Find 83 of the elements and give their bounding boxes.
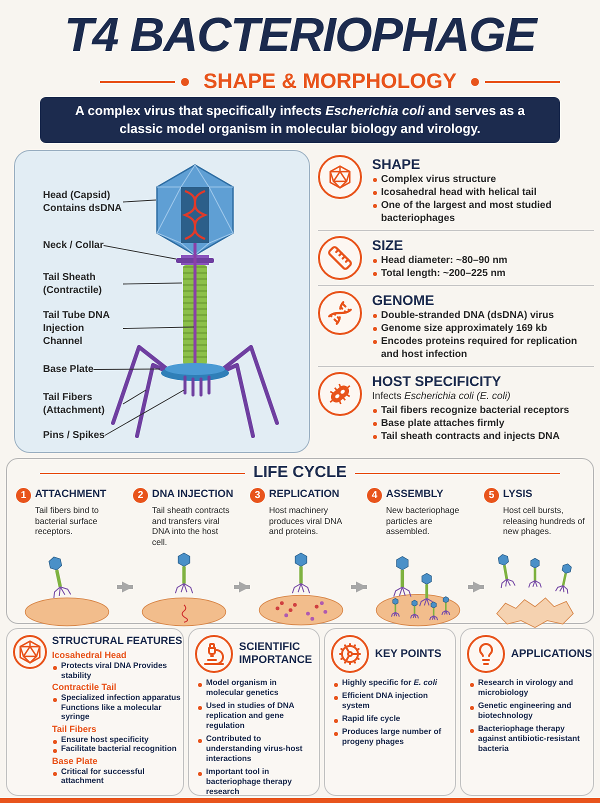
bullet-item: Head diameter: ~80–90 nm	[372, 254, 594, 267]
card-subheading: Base Plate	[52, 756, 99, 766]
bullet-item: Complex virus structure	[372, 173, 594, 186]
bullet-item: Encodes proteins required for replication and host infection	[372, 335, 594, 361]
section-heading: SIZE	[372, 236, 404, 254]
callout-label: Tail Sheath (Contractile)	[43, 271, 123, 297]
bullet-item: Base plate attaches firmly	[372, 417, 594, 430]
callout-label: Head (Capsid) Contains dsDNA	[43, 189, 123, 215]
step-heading: REPLICATION	[269, 487, 340, 502]
bullet-item: Important tool in bacteriophage therapy research	[197, 767, 313, 797]
card-heading: STRUCTURAL FEATURES	[52, 635, 182, 648]
leader-line	[122, 282, 182, 284]
leader-line	[93, 368, 160, 370]
step-description: Tail sheath contracts and transfers viral DNA into the host cell.	[152, 505, 230, 547]
bullet-item: Research in virology and microbiology	[469, 678, 587, 698]
callout-label: Tail Fibers (Attachment)	[43, 391, 123, 417]
bullet-item: Icosahedral head with helical tail	[372, 186, 594, 199]
bullet-item: Double-stranded DNA (dsDNA) virus	[372, 309, 594, 322]
step-description: Tail fibers bind to bacterial surface receptors.	[35, 505, 100, 536]
step-heading: LYSIS	[503, 487, 532, 502]
info-card	[324, 628, 456, 796]
subtitle: SHAPE & MORPHOLOGY	[202, 70, 458, 94]
bullet-item: Tail sheath contracts and injects DNA	[372, 430, 594, 443]
section-heading: HOST SPECIFICITY	[372, 372, 502, 390]
card-heading: SCIENTIFIC IMPORTANCE	[239, 641, 313, 667]
leader-line	[122, 390, 146, 404]
bullet-item: Specialized infection apparatus Functions like a molecular syringe	[52, 693, 182, 722]
callout-label: Neck / Collar	[43, 239, 104, 252]
callout-label: Tail Tube DNA Injection Channel	[43, 309, 123, 348]
card-heading: KEY POINTS	[375, 648, 442, 660]
callout-label: Base Plate	[43, 363, 94, 376]
title: T4 BACTERIOPHAGE	[63, 8, 539, 64]
card-subheading: Tail Fibers	[52, 724, 98, 734]
step-number: 5	[484, 488, 499, 502]
bullet-item: Facilitate bacterial recognition	[52, 744, 182, 754]
bullet-item: Tail fibers recognize bacterial receptors	[372, 404, 594, 417]
section-heading: SHAPE	[372, 155, 422, 173]
leader-line	[104, 390, 184, 436]
step-description: Host cell bursts, releasing hundreds of new phages.	[503, 505, 585, 536]
arrow	[117, 582, 133, 592]
callout-label: Pins / Spikes	[43, 429, 105, 442]
card-heading: APPLICATIONS	[511, 648, 592, 660]
step-number: 2	[133, 488, 148, 502]
card-subheading: Icosahedral Head	[52, 650, 128, 661]
section-title: LIFE CYCLE	[253, 463, 347, 483]
step-heading: DNA INJECTION	[152, 487, 234, 502]
bullet-item: Efficient DNA injection system	[333, 691, 449, 711]
bullet-item: Contributed to understanding virus-host interactions	[197, 734, 313, 764]
bullet-item: Ensure host specificity	[52, 734, 182, 744]
bullet-item: Bacteriophage therapy against antibiotic-resistant bacteria	[469, 724, 587, 754]
step-number: 4	[367, 488, 382, 502]
card-subheading: Contractile Tail	[52, 682, 118, 693]
bullet-item: Genome size approximately 169 kb	[372, 322, 594, 335]
step-heading: ASSEMBLY	[386, 487, 444, 502]
step-description: Host machinery produces viral DNA and proteins.	[269, 505, 343, 536]
step-number: 1	[16, 488, 31, 502]
bullet-item: Used in studies of DNA replication and gene regulation	[197, 701, 313, 731]
leader-line	[122, 326, 194, 329]
bullet-item: Total length: ~200–225 nm	[372, 267, 594, 280]
intro-text: A complex virus that specifically infects Escherichia coli and serves as a classic model organism in molecular biology and virology.	[74, 102, 526, 138]
step-description: New bacteriophage particles are assembled.	[386, 505, 460, 536]
section-heading: GENOME	[372, 291, 436, 309]
bullet-item: Genetic engineering and biotechnology	[469, 701, 587, 721]
bullet-item: Critical for successful attachment	[52, 766, 182, 786]
step-heading: ATTACHMENT	[35, 487, 106, 502]
arrow	[468, 582, 484, 592]
leader-line	[122, 200, 156, 202]
illustration-panel	[14, 150, 310, 453]
bullet-item: Produces large number of progeny phages	[333, 727, 449, 747]
section-subtitle: Infects Escherichia coli (E. coli)	[372, 390, 512, 404]
bullet-item: Highly specific for E. coli	[333, 678, 449, 688]
arrow	[351, 582, 367, 592]
leader-line	[103, 245, 176, 260]
bullet-item: Rapid life cycle	[333, 714, 449, 724]
info-card	[460, 628, 594, 796]
arrow	[234, 582, 250, 592]
info-card	[188, 628, 320, 796]
intro-banner	[40, 97, 560, 143]
bullet-item: Model organism in molecular genetics	[197, 678, 313, 698]
step-number: 3	[250, 488, 265, 502]
bullet-item: Protects viral DNA Provides stability	[52, 661, 182, 680]
info-card	[6, 628, 184, 796]
bullet-item: One of the largest and most studied bacteriophages	[372, 199, 594, 225]
